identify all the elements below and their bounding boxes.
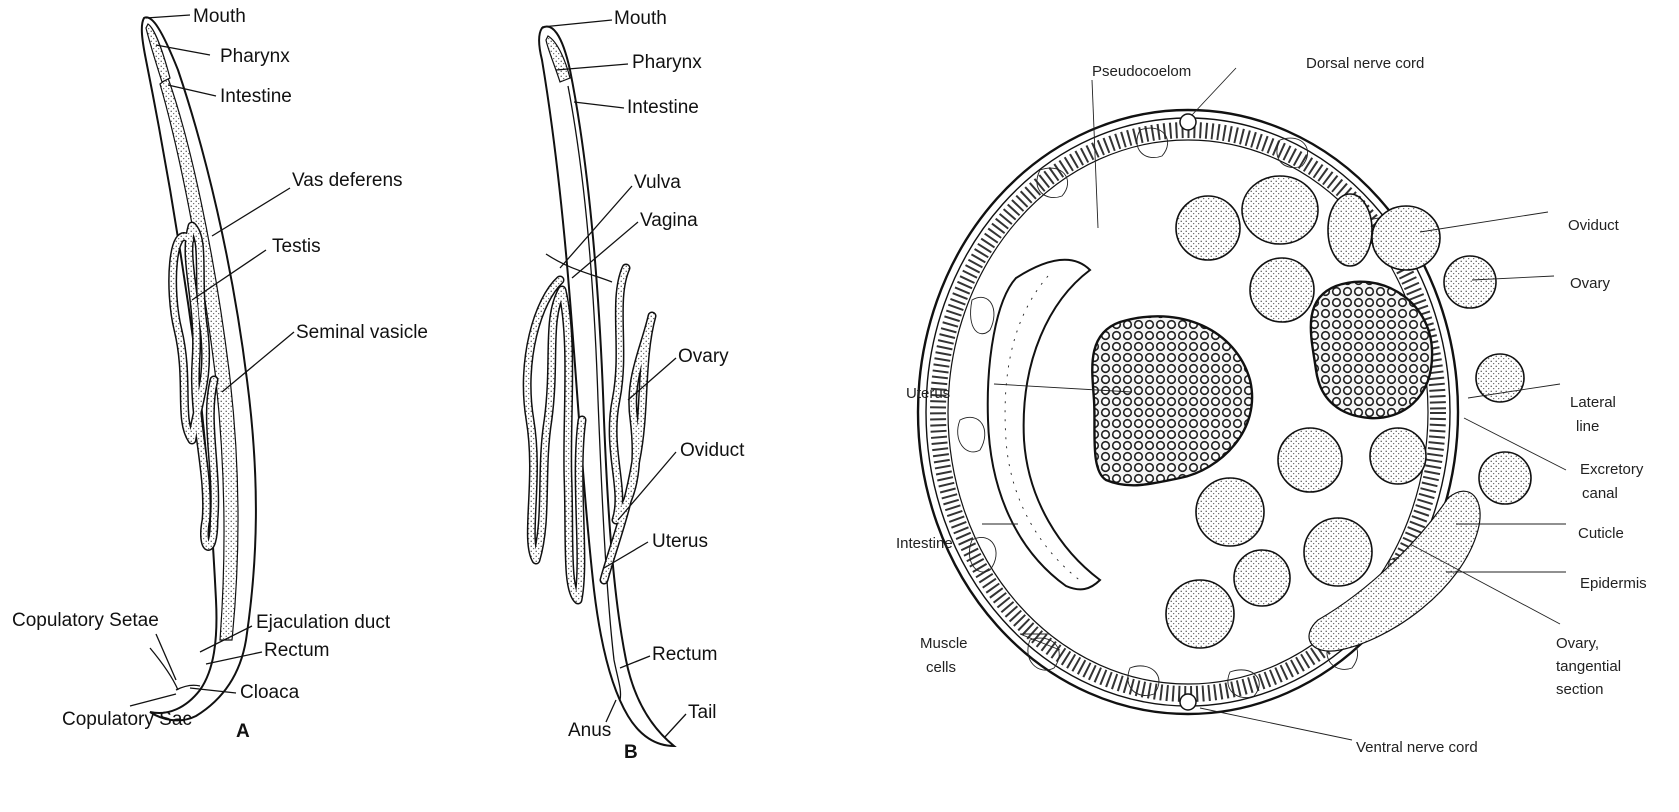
label-a-mouth: Mouth [193, 6, 246, 27]
label-b-vulva: Vulva [634, 172, 681, 193]
panel-c-cross-section: Pseudocoelom Dorsal nerve cord Oviduct O… [896, 55, 1647, 756]
ventral-nerve-cord [1180, 694, 1196, 710]
panel-a-letter: A [236, 721, 250, 742]
panel-b-female-worm: Mouth Pharynx Intestine Vulva Vagina Ova… [527, 8, 745, 763]
label-b-rectum: Rectum [652, 644, 717, 665]
label-c-intestine: Intestine [896, 535, 953, 552]
copulatory-setae-spicule [150, 648, 178, 690]
label-b-oviduct: Oviduct [680, 440, 745, 461]
panel-a-male-worm: Mouth Pharynx Intestine Vas deferens Tes… [12, 6, 428, 742]
label-c-excretory-canal-1: Excretory [1580, 461, 1644, 478]
label-a-rectum: Rectum [264, 640, 329, 661]
label-c-muscle-cells-2: cells [926, 659, 956, 676]
label-a-cloaca: Cloaca [240, 682, 300, 703]
label-c-cuticle: Cuticle [1578, 525, 1624, 542]
label-b-anus: Anus [568, 720, 611, 741]
label-c-pseudocoelom: Pseudocoelom [1092, 63, 1191, 80]
label-a-ejaculation-duct: Ejaculation duct [256, 612, 391, 633]
label-b-intestine: Intestine [627, 97, 699, 118]
label-c-oviduct: Oviduct [1568, 217, 1620, 234]
label-b-ovary: Ovary [678, 346, 729, 367]
label-a-pharynx: Pharynx [220, 46, 290, 67]
label-c-ovary-tangential-3: section [1556, 681, 1604, 698]
female-body-outline [539, 27, 674, 746]
label-b-mouth: Mouth [614, 8, 667, 29]
label-c-ovary-tangential-2: tangential [1556, 658, 1621, 675]
label-a-intestine: Intestine [220, 86, 292, 107]
label-a-testis: Testis [272, 236, 321, 257]
label-c-lateral-line-2: line [1576, 418, 1599, 435]
label-b-pharynx: Pharynx [632, 52, 702, 73]
label-c-uterus: Uterus [906, 385, 950, 402]
label-c-lateral-line-1: Lateral [1570, 394, 1616, 411]
label-b-uterus: Uterus [652, 531, 708, 552]
label-a-copulatory-sac: Copulatory Sac [62, 709, 192, 730]
dorsal-nerve-cord [1180, 114, 1196, 130]
label-b-tail: Tail [688, 702, 717, 723]
panel-b-letter: B [624, 742, 638, 763]
label-a-copulatory-setae: Copulatory Setae [12, 610, 159, 631]
label-c-muscle-cells-1: Muscle [920, 635, 968, 652]
label-c-ovary: Ovary [1570, 275, 1611, 292]
label-a-vas-deferens: Vas deferens [292, 170, 403, 191]
label-c-excretory-canal-2: canal [1582, 485, 1618, 502]
label-c-ovary-tangential-1: Ovary, [1556, 635, 1599, 652]
label-c-epidermis: Epidermis [1580, 575, 1647, 592]
label-c-ventral-nerve-cord: Ventral nerve cord [1356, 739, 1478, 756]
label-b-vagina: Vagina [640, 210, 698, 231]
label-c-dorsal-nerve-cord: Dorsal nerve cord [1306, 55, 1424, 72]
label-a-seminal-vesicle: Seminal vasicle [296, 322, 428, 343]
